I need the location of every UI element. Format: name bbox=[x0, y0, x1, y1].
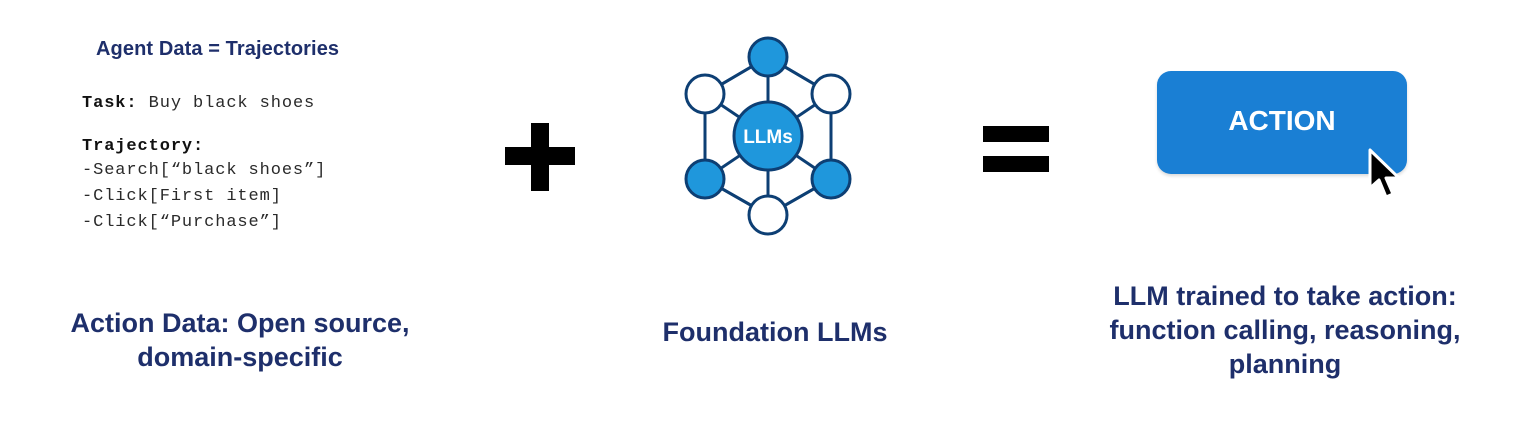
llm-action-caption: LLM trained to take action: function cal… bbox=[1109, 281, 1461, 379]
network-node bbox=[684, 158, 726, 200]
action-button-label: ACTION bbox=[1228, 104, 1336, 136]
llm-node-label: LLMs bbox=[743, 127, 793, 148]
network-node bbox=[747, 36, 789, 78]
mouse-cursor-icon bbox=[1368, 148, 1401, 199]
equals-icon bbox=[983, 126, 1049, 172]
trajectory-label: Trajectory: bbox=[82, 137, 205, 156]
task-line: Task: Buy black shoes bbox=[82, 93, 315, 115]
network-node bbox=[747, 194, 789, 236]
network-node bbox=[684, 73, 726, 115]
network-node bbox=[810, 158, 852, 200]
trajectory-step: -Click[First item] bbox=[82, 187, 282, 206]
plus-icon bbox=[505, 123, 575, 191]
llm-center-node bbox=[732, 100, 804, 172]
action-button[interactable]: ACTION bbox=[1157, 71, 1407, 174]
trajectory-step: -Search[“black shoes”] bbox=[82, 161, 327, 180]
network-node bbox=[810, 73, 852, 115]
task-value: Buy black shoes bbox=[137, 94, 316, 113]
agent-data-title: Agent Data = Trajectories bbox=[96, 38, 340, 60]
action-data-caption: Action Data: Open source, domain-specifi… bbox=[70, 308, 410, 372]
trajectory-step: -Click[“Purchase”] bbox=[82, 213, 282, 232]
llm-network-diagram: LLMs bbox=[684, 36, 852, 236]
task-label: Task: bbox=[82, 94, 138, 113]
foundation-llms-caption: Foundation LLMs bbox=[662, 317, 888, 347]
